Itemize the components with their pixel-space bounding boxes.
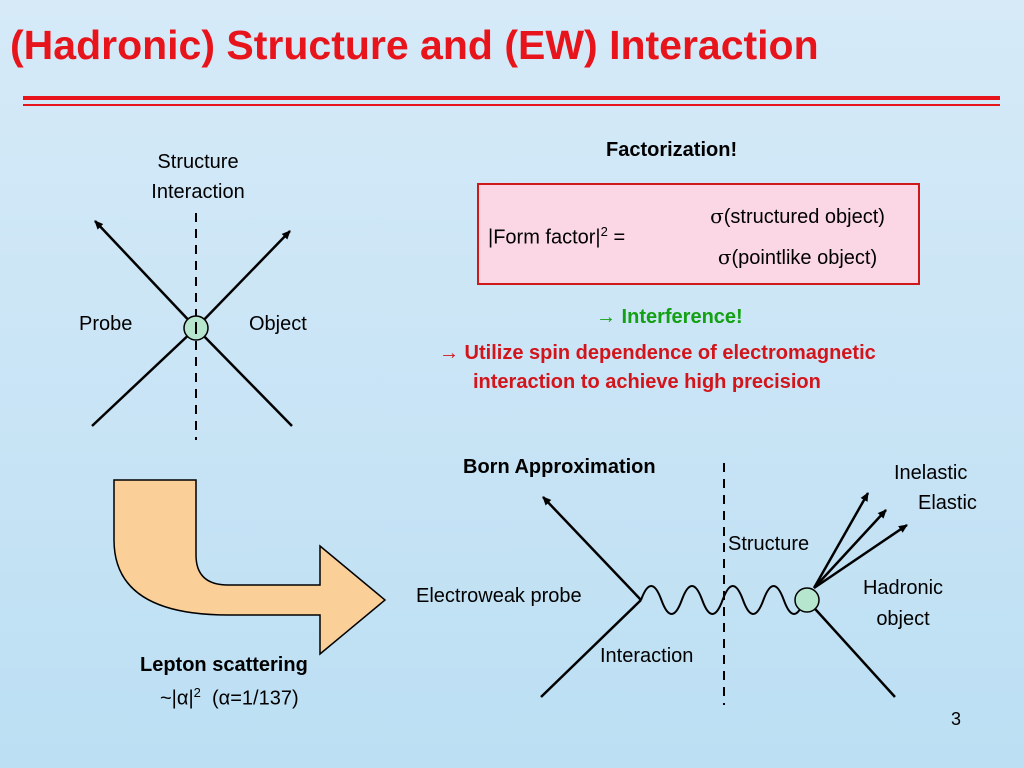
- probe-outgoing-arrow: [94, 220, 197, 329]
- elastic-label: Elastic: [918, 492, 977, 514]
- form-factor-lhs: |Form factor|2 =: [488, 224, 626, 249]
- slide-title: (Hadronic) Structure and (EW) Interactio…: [10, 22, 819, 68]
- object-label: Object: [249, 313, 307, 335]
- lepton-out-arrow: [542, 496, 642, 601]
- factorization-heading: Factorization!: [606, 139, 738, 161]
- title-underline-thick: [23, 96, 1000, 100]
- object-label-born: object: [876, 608, 930, 630]
- page-number: 3: [951, 709, 962, 729]
- interaction-label-born: Interaction: [600, 645, 694, 667]
- probe-incoming-line: [91, 327, 197, 427]
- fraction-numerator: σ(structured object): [710, 204, 885, 228]
- curved-arrow-shape: [113, 479, 387, 656]
- hadronic-label: Hadronic: [862, 577, 944, 599]
- born-approximation-heading: Born Approximation: [463, 456, 656, 478]
- lepton-in-line: [540, 599, 642, 698]
- form-factor-box: [477, 183, 920, 285]
- photon-wavy-line: [640, 585, 806, 615]
- structure-label: Structure: [157, 151, 239, 173]
- inelastic-arrow-1: [812, 492, 870, 589]
- utilize-text-line1: → Utilize spin dependence of electromagn…: [439, 342, 876, 364]
- interaction-label: Interaction: [151, 181, 245, 203]
- object-outgoing-arrow: [195, 230, 291, 329]
- coupling-formula: ~|α|2 (α=1/137): [160, 685, 299, 710]
- inelastic-label: Inelastic: [894, 462, 968, 484]
- object-incoming-line: [195, 327, 293, 427]
- structure-label-born: Structure: [728, 533, 810, 555]
- utilize-text-line2: interaction to achieve high precision: [473, 371, 821, 393]
- electroweak-probe-label: Electroweak probe: [416, 585, 582, 607]
- title-underline-thin: [23, 104, 1000, 106]
- hadron-in-line: [806, 599, 896, 698]
- hadronic-vertex: [794, 587, 820, 613]
- interference-text: → Interference!: [596, 306, 743, 328]
- probe-label: Probe: [79, 313, 133, 335]
- lepton-scattering-heading: Lepton scattering: [140, 654, 308, 676]
- fraction-denominator: σ(pointlike object): [717, 245, 878, 269]
- inelastic-arrow-2: [813, 509, 887, 589]
- elastic-arrow: [813, 523, 908, 590]
